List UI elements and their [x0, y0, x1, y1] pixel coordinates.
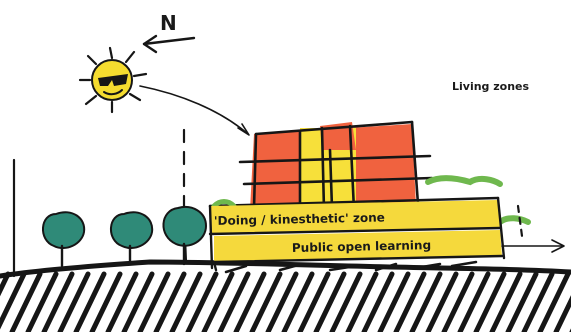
sun-angle-arrow [140, 86, 249, 135]
public-learning-label: Public open learning [292, 238, 431, 255]
circulation-arrow [502, 240, 564, 252]
north-label: N [160, 11, 177, 35]
north-arrow-icon [144, 36, 194, 52]
living-zones-block [210, 122, 498, 214]
ground-section-hatch [0, 262, 571, 332]
tree-icon [163, 207, 206, 264]
tree-icon [111, 212, 152, 264]
sun-with-sunglasses-icon [80, 48, 146, 112]
tree-icon [43, 212, 84, 266]
living-zones-label: Living zones [452, 80, 530, 93]
